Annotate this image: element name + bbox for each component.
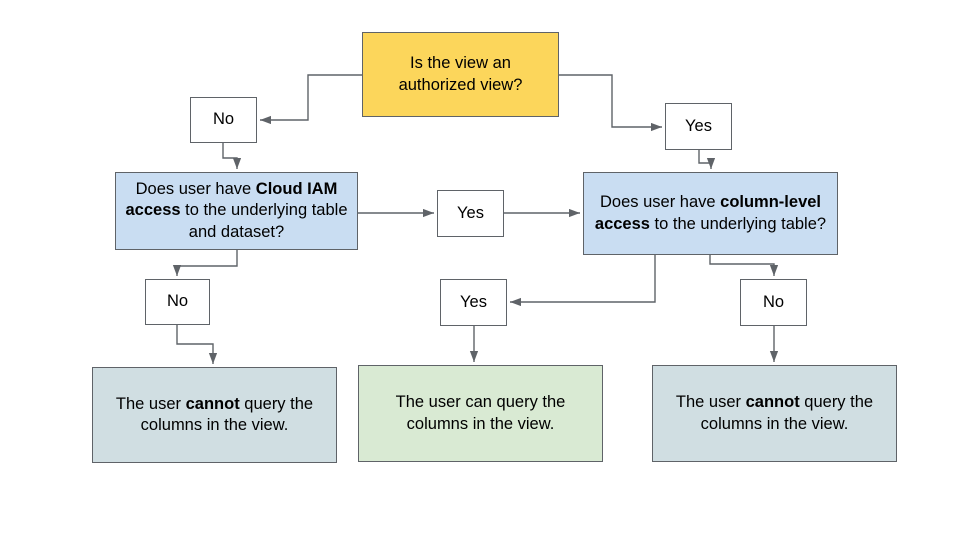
node-result-cannot-right[interactable]: The user cannot query the columns in the… [652,365,897,462]
node-result-can-middle[interactable]: The user can query the columns in the vi… [358,365,603,462]
node-yes-top[interactable]: Yes [665,103,732,150]
connector-start-to-yes-top [559,74,662,132]
node-label: The user cannot query the columns in the… [115,394,314,434]
connector-yes-top-to-column [698,150,716,169]
node-authorized-view-question[interactable]: Is the view an authorized view? [362,32,559,117]
node-label: Is the view an authorized view? [398,54,523,94]
node-no-top[interactable]: No [190,97,257,143]
node-label: No [212,110,235,129]
connector-no-top-to-iam [222,143,242,169]
node-no-right[interactable]: No [740,279,807,326]
node-yes-bottom[interactable]: Yes [440,279,507,326]
node-label: No [166,292,189,311]
connector-start-to-no-top [260,74,362,125]
connector-column-to-no-right [709,255,779,276]
node-label: Does user have column-level access to th… [594,193,827,233]
node-label: No [762,292,785,311]
connector-no-left-to-result-left [176,325,218,364]
node-label: Does user have Cloud IAM access to the u… [125,179,348,241]
node-no-left[interactable]: No [145,279,210,325]
connector-column-to-yes-bottom [510,255,656,307]
node-label: Yes [460,292,487,311]
node-result-cannot-left[interactable]: The user cannot query the columns in the… [92,367,337,463]
node-label: The user cannot query the columns in the… [675,393,874,433]
node-column-level-question[interactable]: Does user have column-level access to th… [583,172,838,255]
connector-iam-to-no-left [172,250,238,276]
node-label: Yes [685,116,712,135]
node-label: Yes [457,203,484,222]
node-cloud-iam-question[interactable]: Does user have Cloud IAM access to the u… [115,172,358,250]
node-label: The user can query the columns in the vi… [395,393,566,433]
node-yes-middle[interactable]: Yes [437,190,504,237]
